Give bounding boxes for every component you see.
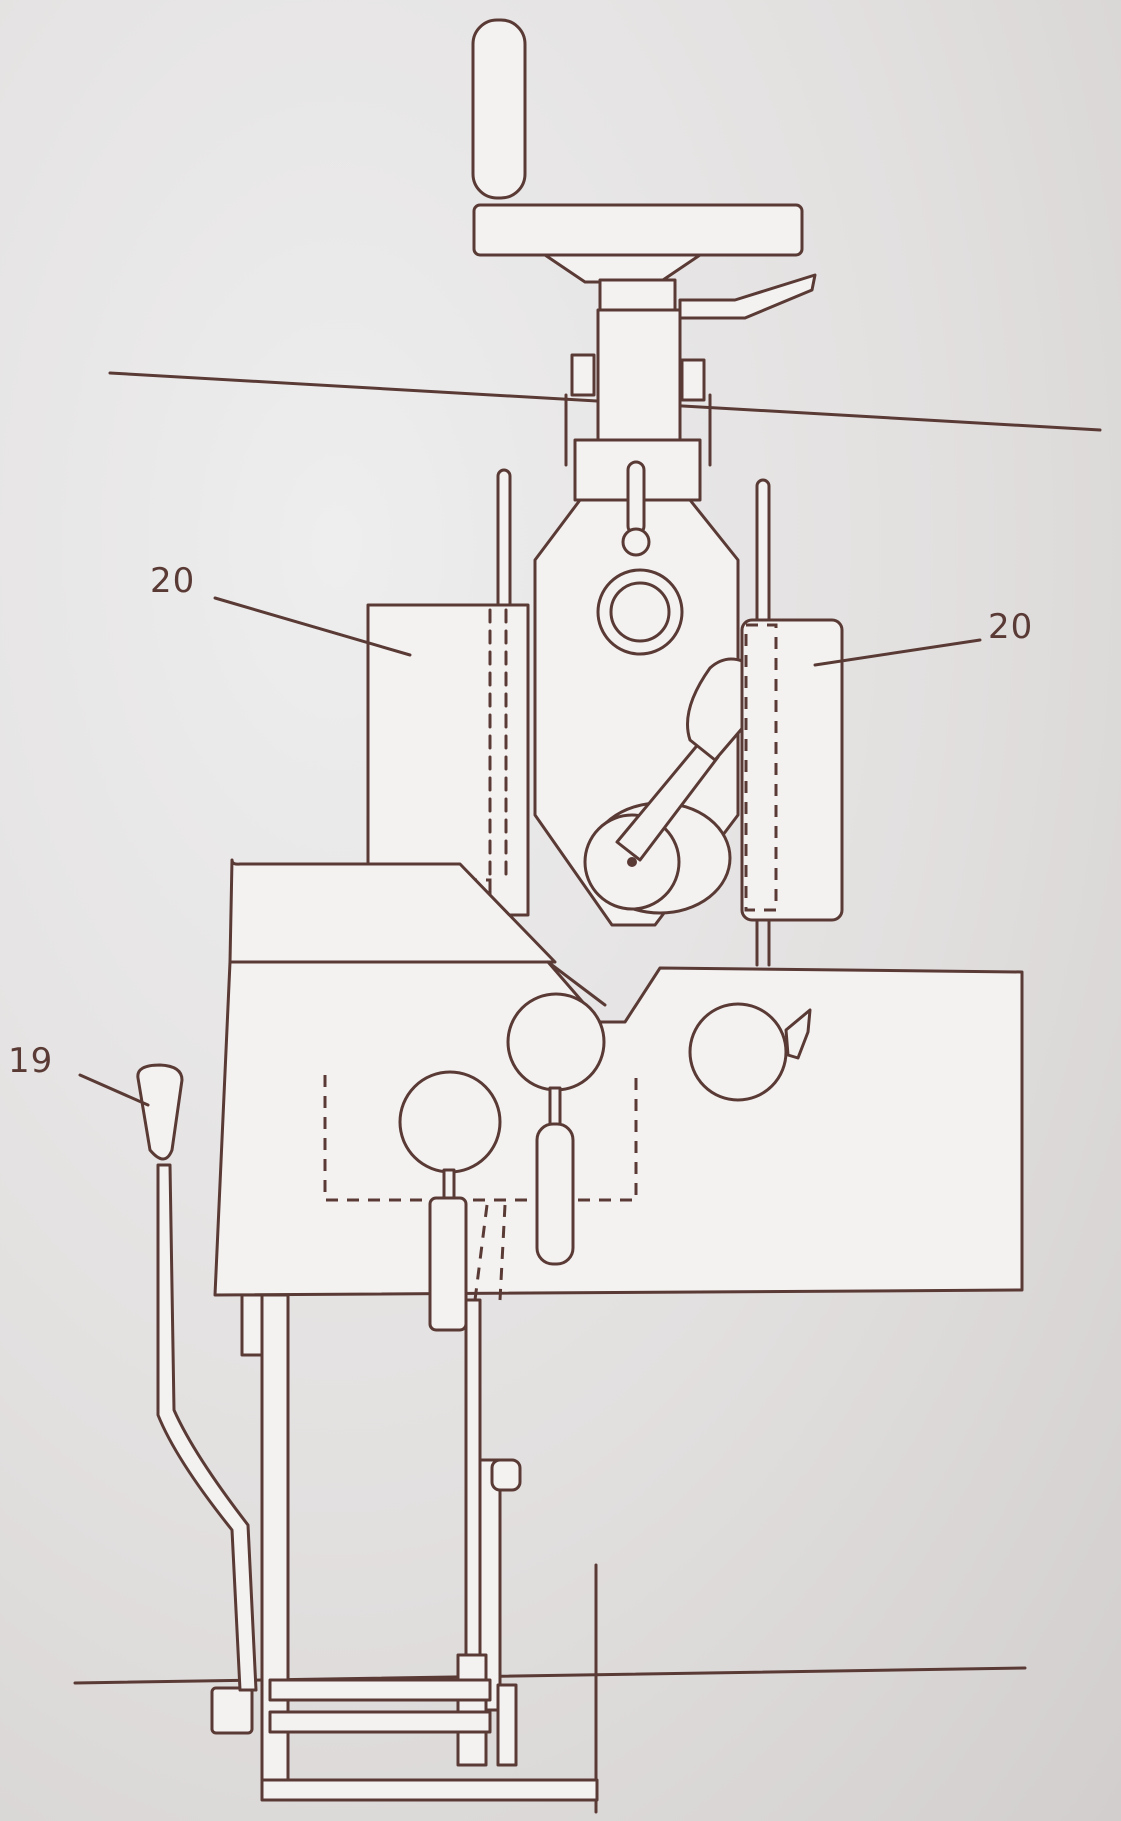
frame-right-rod: [464, 1298, 482, 1702]
lower-frame: [210, 1293, 599, 1802]
base-gauge-center: [506, 992, 606, 1092]
handwheel-bar: [472, 203, 804, 257]
base-knob-right: [784, 1008, 812, 1060]
crank-handle: [471, 18, 527, 200]
head-housing: [533, 460, 763, 927]
base-shoulder: [228, 858, 557, 964]
base-gauge-left: [398, 1070, 502, 1174]
center-dial-handle: [535, 1122, 575, 1266]
frame-footbar: [260, 1778, 599, 1802]
lever-19-rod: [156, 1163, 258, 1692]
head-ring-inner: [609, 581, 671, 643]
lever-19-knob: [136, 1063, 184, 1161]
frame-crossbar-upper: [268, 1678, 492, 1702]
head-pin: [626, 460, 646, 536]
label-20-right: 20: [988, 607, 1033, 647]
handwheel-assembly: [471, 18, 817, 502]
column-clamp-left: [570, 353, 596, 397]
right-guard: [740, 618, 844, 922]
base-main-block: [213, 960, 1024, 1297]
column-clamp-right: [680, 358, 706, 402]
handwheel-hub: [543, 253, 702, 284]
base-gauge-right: [688, 1002, 788, 1102]
left-dial-handle: [428, 1196, 468, 1332]
dial-handles: [428, 1086, 575, 1332]
head-pin-eye: [621, 527, 651, 557]
base-body: [213, 858, 1024, 1301]
control-lever-19: [136, 1063, 258, 1692]
leader-lines: [78, 596, 982, 1107]
label-20-left: 20: [150, 561, 195, 601]
frame-pedal-post: [456, 1653, 488, 1767]
spindle-collar: [598, 278, 677, 312]
frame-pivot-block: [210, 1686, 254, 1735]
label-19: 19: [8, 1041, 53, 1081]
frame-crossbar-lower: [268, 1710, 492, 1734]
frame-linkage: [478, 1458, 502, 1712]
spindle-column: [596, 308, 682, 442]
locking-lever: [678, 273, 817, 320]
